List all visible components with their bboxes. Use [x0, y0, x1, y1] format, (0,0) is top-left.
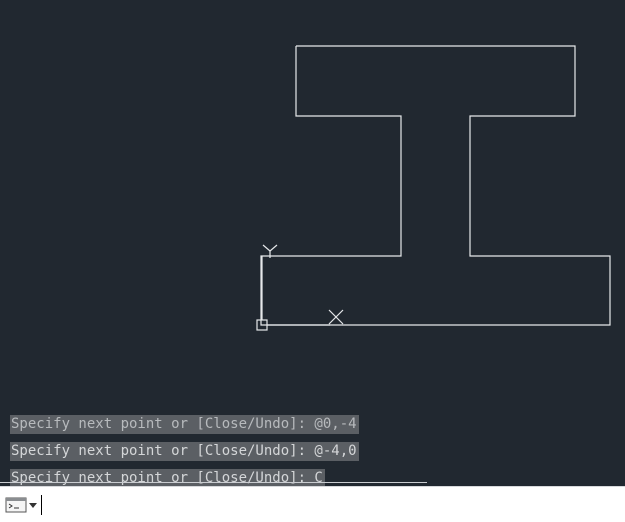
history-line: Specify next point or [Close/Undo]: @0,-… — [10, 415, 359, 434]
ucs-y-axis-label — [262, 244, 278, 258]
command-line-bar — [0, 486, 625, 522]
text-caret — [41, 495, 42, 515]
chevron-down-icon — [29, 503, 37, 508]
ucs-icon — [256, 256, 330, 331]
history-line: Specify next point or [Close/Undo]: @-4,… — [10, 442, 359, 461]
polyline-shape[interactable] — [260, 45, 611, 326]
command-prompt-icon — [5, 497, 27, 513]
ucs-x-axis-label — [328, 309, 344, 325]
command-input[interactable] — [42, 493, 612, 515]
history-divider — [0, 482, 427, 483]
command-prompt-button[interactable] — [5, 496, 41, 514]
